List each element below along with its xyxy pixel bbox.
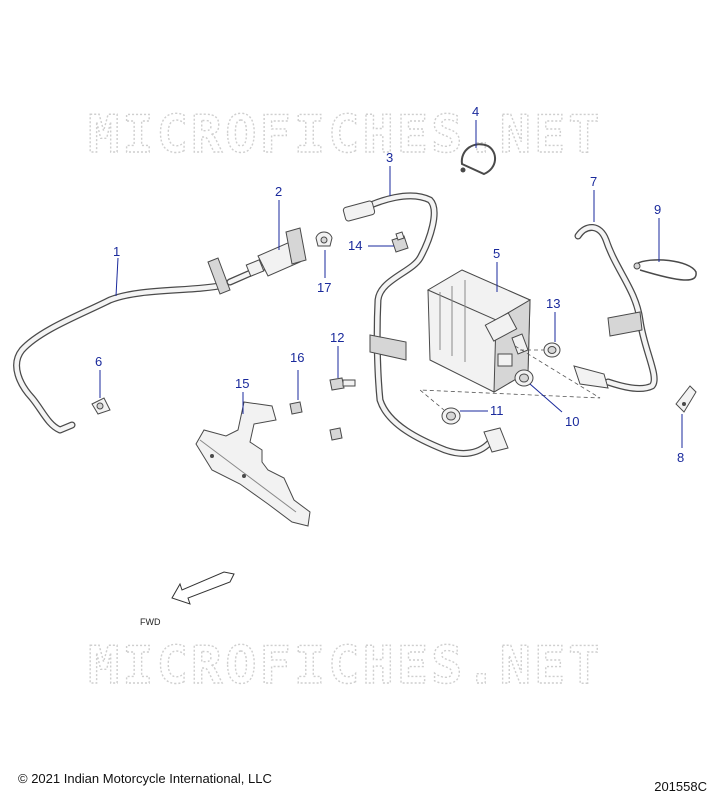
svg-text:8: 8 [677,450,684,465]
callout-4[interactable]: 4 [472,104,479,148]
part-6-fitting [91,397,111,415]
svg-text:3: 3 [386,150,393,165]
callout-6[interactable]: 6 [95,354,102,398]
part-1-hose [13,257,231,434]
part-12-bolt [329,377,356,391]
svg-text:2: 2 [275,184,282,199]
callout-7[interactable]: 7 [590,174,597,222]
svg-text:16: 16 [290,350,304,365]
part-13-grommet [543,342,561,358]
callout-16[interactable]: 16 [290,350,304,400]
callout-8[interactable]: 8 [677,414,684,465]
svg-text:6: 6 [95,354,102,369]
part-15-bracket-plate [195,401,311,527]
part-5-canister [426,269,532,393]
svg-text:11: 11 [490,403,504,418]
svg-text:12: 12 [330,330,344,345]
callout-11[interactable]: 11 [460,403,504,418]
callout-12[interactable]: 12 [330,330,344,378]
svg-text:13: 13 [546,296,560,311]
part-10-grommet [514,369,534,387]
svg-text:17: 17 [317,280,331,295]
watermark-bottom: MICROFICHES.NET [88,636,603,696]
svg-text:5: 5 [493,246,500,261]
callout-3[interactable]: 3 [386,150,393,196]
callout-13[interactable]: 13 [546,296,560,342]
copyright-text: © 2021 Indian Motorcycle International, … [18,771,272,786]
small-bolt [329,427,343,441]
callout-15[interactable]: 15 [235,376,249,414]
part-16-bolt [289,401,303,415]
part-11-grommet [441,407,461,425]
svg-text:7: 7 [590,174,597,189]
svg-text:9: 9 [654,202,661,217]
watermark-top: MICROFICHES.NET [88,105,603,165]
svg-text:4: 4 [472,104,479,119]
callout-9[interactable]: 9 [654,202,661,262]
callout-17[interactable]: 17 [317,250,331,295]
part-3-hose [342,192,509,457]
part-17-clamp [315,231,333,247]
part-8-bracket [675,385,697,413]
part-9-strap [633,259,697,281]
callout-14[interactable]: 14 [348,238,394,253]
svg-text:1: 1 [113,244,120,259]
svg-text:10: 10 [565,414,579,429]
forward-arrow: FWD [140,571,235,627]
part-4-clip [460,143,496,176]
callout-5[interactable]: 5 [493,246,500,292]
part-7-hose [573,224,658,392]
callout-2[interactable]: 2 [275,184,282,250]
svg-text:14: 14 [348,238,362,253]
callout-10[interactable]: 10 [529,383,579,429]
callout-1[interactable]: 1 [113,244,120,297]
diagram-id: 201558C [654,779,707,794]
alignment-lines [418,345,601,411]
part-14-fitting [391,231,409,253]
part-2-valve [226,227,307,286]
svg-text:15: 15 [235,376,249,391]
fwd-label: FWD [140,617,161,627]
